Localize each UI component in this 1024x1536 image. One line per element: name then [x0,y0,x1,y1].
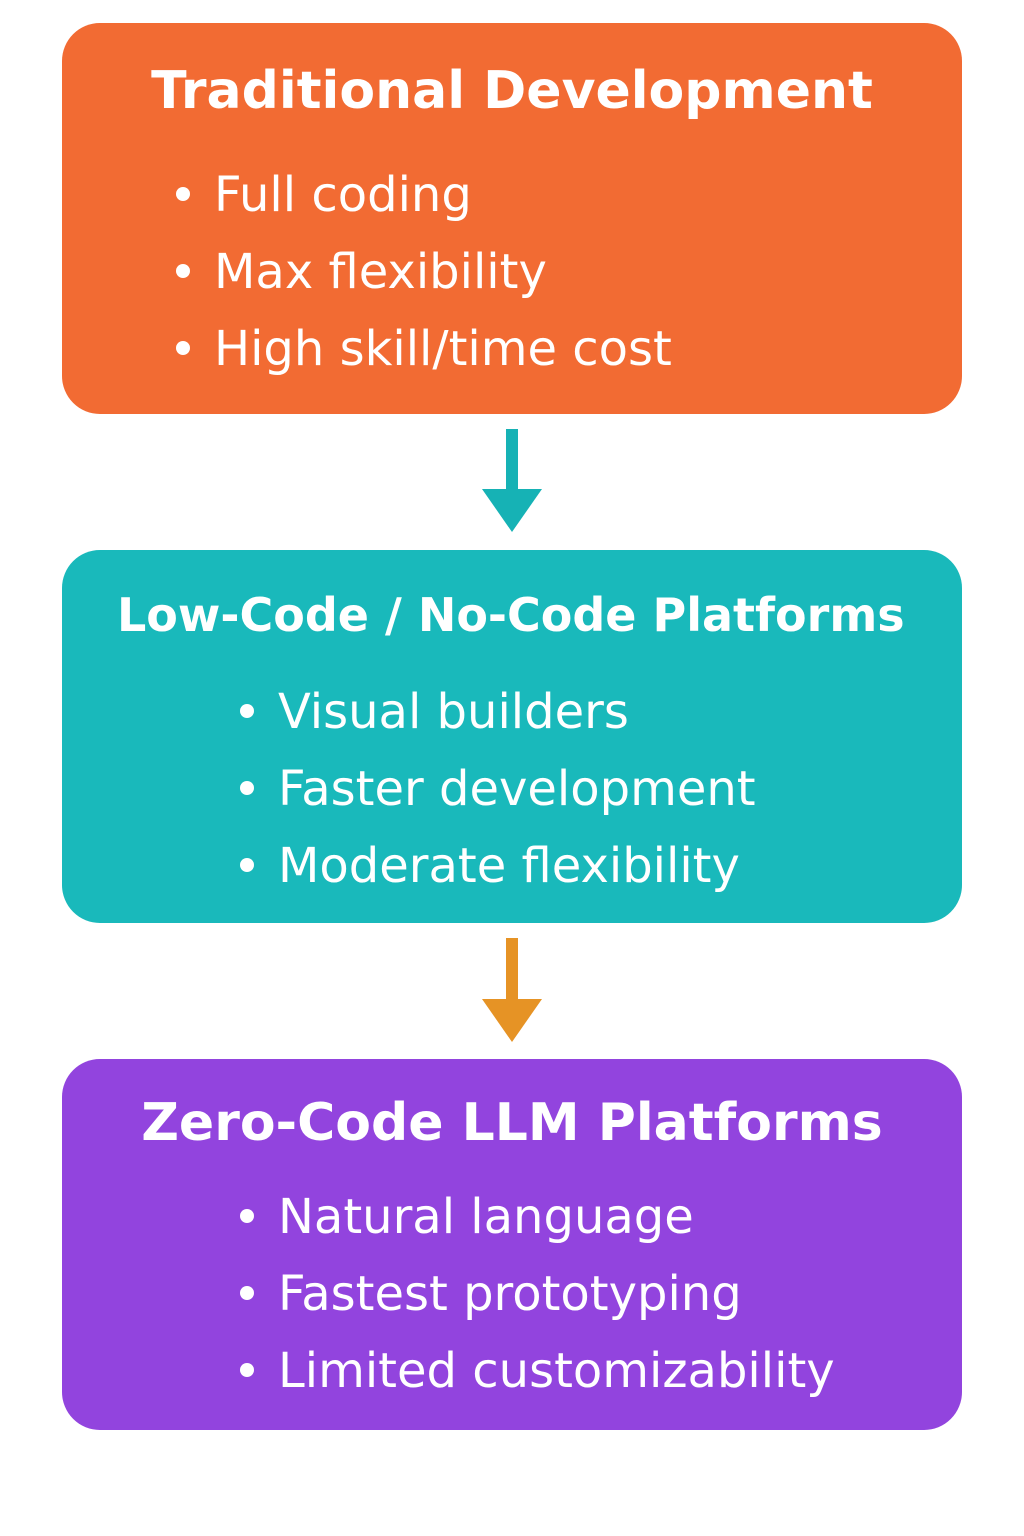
bullet-dot-icon [176,341,190,355]
traditional-development-card: Traditional Development Full coding Max … [62,23,962,414]
bullet-dot-icon [240,858,254,872]
zero-code-llm-platforms-bullets: Natural language Fastest prototyping Lim… [240,1179,835,1410]
bullet-item: High skill/time cost [176,311,672,388]
zero-code-llm-platforms-title: Zero-Code LLM Platforms [141,1093,883,1153]
bullet-dot-icon [240,1209,254,1223]
arrow-head [482,489,542,532]
traditional-development-bullets: Full coding Max flexibility High skill/t… [176,157,672,388]
low-code-platforms-title: Low-Code / No-Code Platforms [117,588,905,642]
bullet-item: Max flexibility [176,234,672,311]
bullet-text: Visual builders [278,684,629,740]
bullet-text: Faster development [278,761,756,817]
bullet-dot-icon [240,1286,254,1300]
bullet-text: Limited customizability [278,1343,835,1399]
bullet-item: Natural language [240,1179,835,1256]
traditional-development-title: Traditional Development [151,61,873,121]
bullet-item: Visual builders [240,674,756,751]
bullet-item: Faster development [240,751,756,828]
bullet-item: Limited customizability [240,1333,835,1410]
bullet-dot-icon [240,704,254,718]
low-code-platforms-bullets: Visual builders Faster development Moder… [240,674,756,905]
bullet-text: Full coding [214,167,472,223]
bullet-text: Moderate flexibility [278,838,740,894]
bullet-dot-icon [240,1363,254,1377]
bullet-text: Fastest prototyping [278,1266,742,1322]
bullet-item: Full coding [176,157,672,234]
bullet-item: Moderate flexibility [240,828,756,905]
bullet-text: Max flexibility [214,244,547,300]
bullet-text: Natural language [278,1189,694,1245]
bullet-dot-icon [176,264,190,278]
arrow-head [482,999,542,1042]
bullet-text: High skill/time cost [214,321,672,377]
zero-code-llm-platforms-card: Zero-Code LLM Platforms Natural language… [62,1059,962,1430]
low-code-platforms-card: Low-Code / No-Code Platforms Visual buil… [62,550,962,923]
bullet-item: Fastest prototyping [240,1256,835,1333]
bullet-dot-icon [240,781,254,795]
bullet-dot-icon [176,187,190,201]
